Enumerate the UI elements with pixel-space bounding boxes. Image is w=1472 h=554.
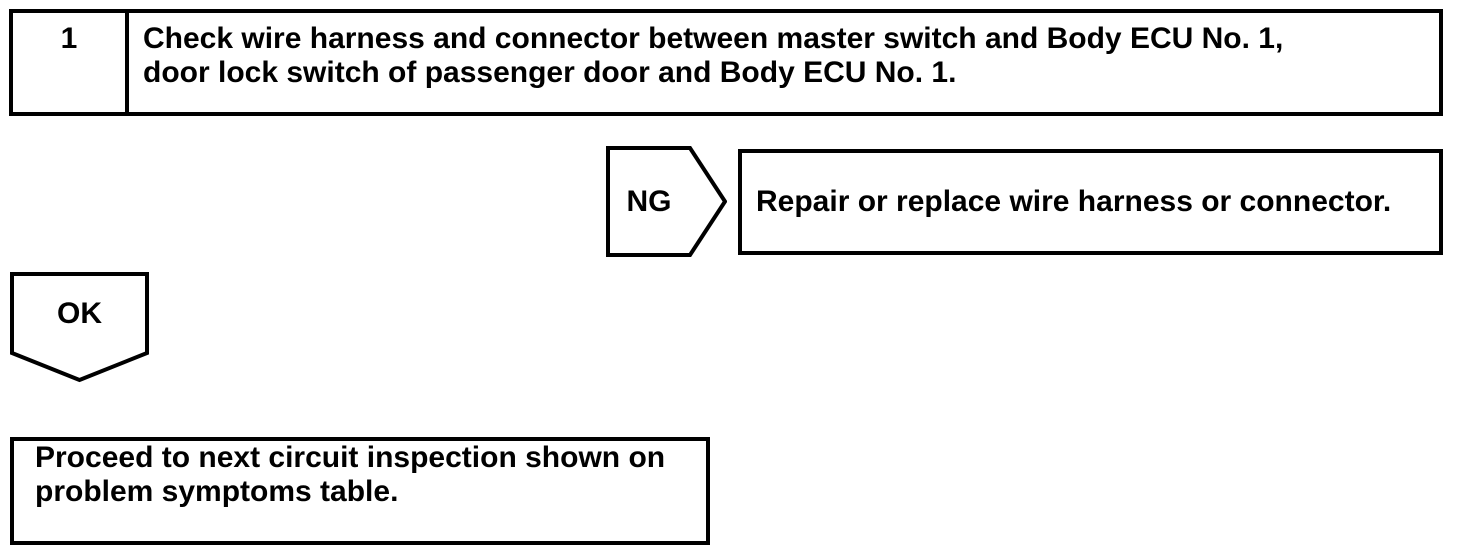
repair-action-text: Repair or replace wire harness or connec… bbox=[756, 185, 1392, 218]
ng-label: NG bbox=[626, 184, 672, 218]
ng-arrow-icon bbox=[606, 146, 727, 257]
step-box: 1 Check wire harness and connector betwe… bbox=[9, 9, 1443, 116]
step-instruction-line-1: Check wire harness and connector between… bbox=[143, 22, 1284, 55]
ok-connector: OK bbox=[10, 272, 149, 384]
ok-arrow-icon bbox=[10, 272, 149, 383]
ng-connector: NG bbox=[606, 146, 727, 257]
step-number: 1 bbox=[13, 13, 129, 112]
result-line-1: Proceed to next circuit inspection shown… bbox=[35, 441, 666, 474]
step-instruction: Check wire harness and connector between… bbox=[129, 13, 1289, 112]
result-line-2: problem symptoms table. bbox=[35, 475, 399, 508]
ok-label: OK bbox=[57, 296, 102, 330]
repair-action-box: Repair or replace wire harness or connec… bbox=[738, 149, 1443, 255]
step-instruction-line-2: door lock switch of passenger door and B… bbox=[143, 56, 957, 89]
result-box: Proceed to next circuit inspection shown… bbox=[10, 437, 710, 545]
